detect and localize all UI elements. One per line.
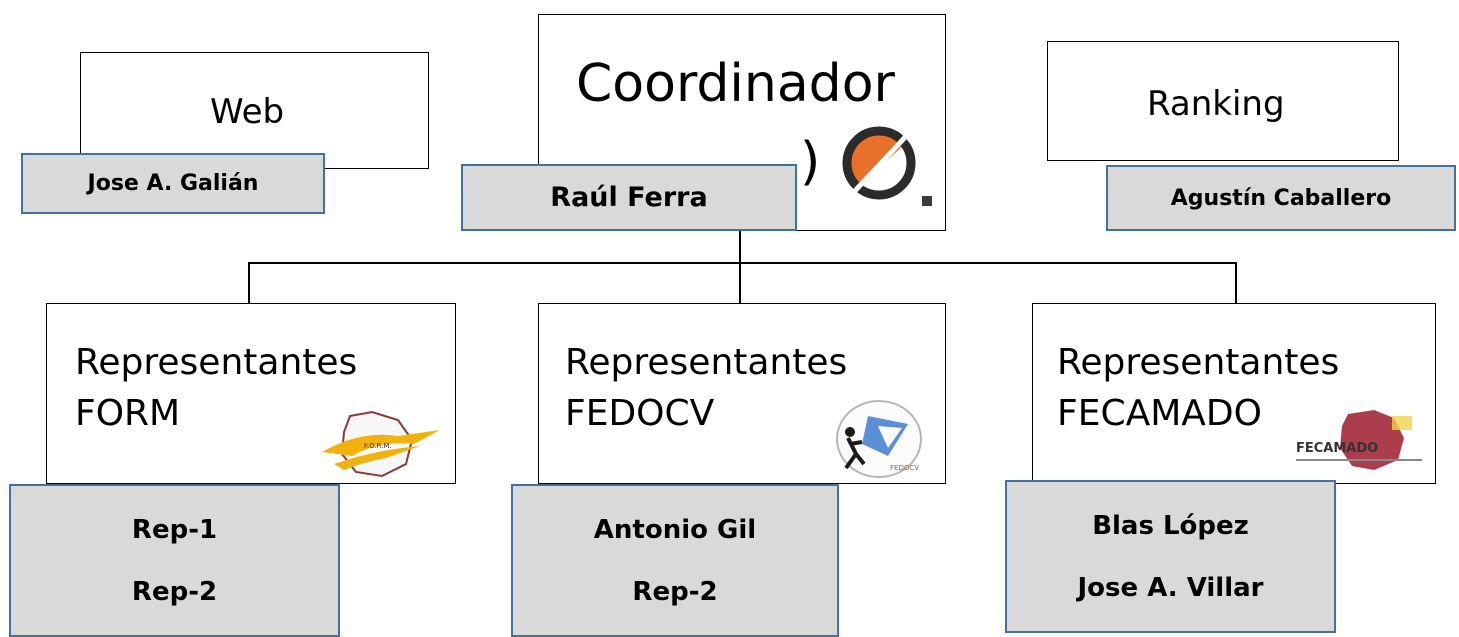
- fecamado-title-line2: FECAMADO: [1057, 393, 1262, 434]
- connector-fedocv: [739, 262, 741, 304]
- fedocv-member-2: Rep-2: [632, 576, 718, 607]
- coordinator-title: Coordinador: [576, 54, 895, 114]
- form-murcia-logo: F.O.R.M.: [322, 410, 440, 478]
- fedocv-member-1: Antonio Gil: [593, 514, 757, 545]
- coordinator-title-tail: ): [800, 132, 821, 192]
- fedocv-members-tag: Antonio Gil Rep-2: [511, 484, 839, 637]
- fecamado-logo: FECAMADO: [1296, 410, 1422, 470]
- form-title-line1: Representantes: [75, 342, 358, 383]
- ranking-person-tag: Agustín Caballero: [1106, 165, 1456, 231]
- fecamado-member-1: Blas López: [1092, 510, 1249, 541]
- fecamado-members-tag: Blas López Jose A. Villar: [1005, 480, 1336, 633]
- svg-text:FEDOCV: FEDOCV: [890, 464, 919, 472]
- form-member-1: Rep-1: [131, 514, 218, 545]
- form-member-2: Rep-2: [131, 576, 218, 607]
- web-person-name: Jose A. Galián: [87, 171, 259, 196]
- fecamado-member-2: Jose A. Villar: [1077, 572, 1264, 603]
- form-members-tag: Rep-1 Rep-2: [9, 484, 340, 637]
- coordinator-person-tag: Raúl Ferra: [461, 164, 797, 231]
- fedocv-logo: FEDOCV: [836, 400, 922, 478]
- connector-horizontal: [248, 262, 1237, 264]
- ranking-box: [1047, 41, 1399, 161]
- fedocv-title-line1: Representantes: [565, 342, 848, 383]
- ranking-person-name: Agustín Caballero: [1170, 185, 1392, 211]
- connector-fecamado: [1235, 262, 1237, 304]
- svg-text:F.O.R.M.: F.O.R.M.: [364, 442, 392, 450]
- ranking-title: Ranking: [1147, 84, 1285, 124]
- fecamado-title-line1: Representantes: [1057, 342, 1340, 383]
- web-title: Web: [210, 92, 285, 132]
- connector-coordinator-down: [739, 230, 741, 264]
- orienteering-o-icon: [842, 126, 932, 206]
- fedocv-title-line2: FEDOCV: [565, 393, 715, 434]
- form-title-line2: FORM: [75, 393, 181, 434]
- web-person-tag: Jose A. Galián: [21, 153, 325, 214]
- coordinator-person-name: Raúl Ferra: [550, 182, 708, 213]
- fecamado-logo-text: FECAMADO: [1296, 441, 1378, 456]
- web-box: [80, 52, 429, 169]
- connector-form: [248, 262, 250, 304]
